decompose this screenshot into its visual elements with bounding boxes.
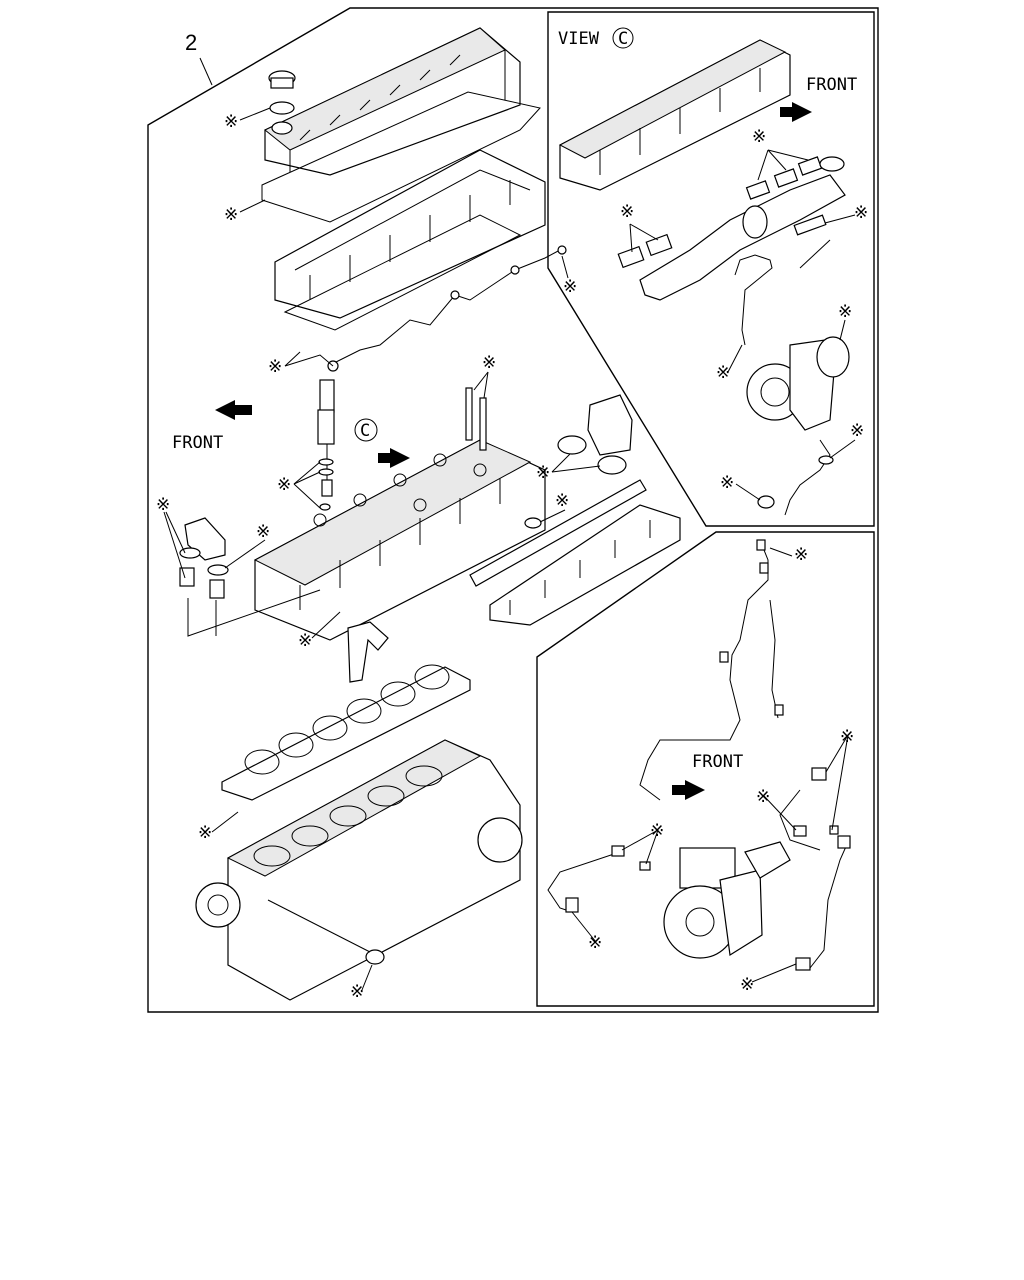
front-arrow-lower	[672, 780, 705, 800]
asterisk-marker: ※	[740, 975, 754, 995]
oil-return-pipe	[784, 439, 831, 516]
lower-leader-lines	[571, 547, 849, 983]
adapter-gasket-2	[597, 455, 627, 475]
coolant-pipe	[639, 539, 769, 801]
asterisk-marker: ※	[536, 463, 550, 483]
intake-manifold	[489, 504, 681, 626]
front-arrow-view-c	[780, 102, 812, 122]
asterisk-marker: ※	[563, 277, 577, 297]
cylinder-block	[195, 739, 523, 1001]
asterisk-marker: ※	[620, 202, 634, 222]
manifold-gaskets-left	[617, 233, 673, 269]
asterisk-marker: ※	[277, 475, 291, 495]
view-c-panel	[547, 11, 875, 527]
asterisk-marker: ※	[752, 127, 766, 147]
asterisk-marker: ※	[350, 982, 364, 1002]
front-arrow-left	[215, 400, 252, 420]
oil-feed-pipe	[734, 254, 773, 346]
air-compressor-panel	[536, 531, 875, 1007]
asterisk-marker: ※	[588, 933, 602, 953]
cylinder-head-cover	[264, 27, 521, 176]
head-cover-gasket	[261, 91, 541, 223]
compressor-pipe-left	[547, 851, 621, 913]
asterisk-marker: ※	[268, 357, 282, 377]
thermostat-housing	[179, 517, 229, 599]
block-o-ring	[365, 949, 385, 965]
head-bolts	[465, 387, 487, 451]
injector	[317, 379, 335, 511]
exhaust-gaskets	[745, 156, 845, 200]
view-label: VIEW	[558, 29, 600, 49]
asterisk-marker: ※	[198, 823, 212, 843]
front-arrow-center	[378, 448, 410, 468]
exhaust-manifold	[639, 174, 846, 301]
view-symbol: C	[618, 29, 628, 49]
front-label-lower: FRONT	[692, 752, 743, 772]
cylinder-head-gasket	[221, 664, 471, 801]
asterisk-marker: ※	[854, 203, 868, 223]
egr-gasket	[793, 214, 827, 236]
compressor-pipe-lower	[809, 841, 849, 969]
asterisk-marker: ※	[850, 421, 864, 441]
asterisk-marker: ※	[794, 545, 808, 565]
view-c-cylinder-head	[558, 39, 791, 191]
front-label-view-c: FRONT	[806, 75, 857, 95]
throttle-body	[587, 394, 633, 456]
item-number: 2	[185, 30, 197, 55]
asterisk-marker: ※	[298, 631, 312, 651]
asterisk-marker: ※	[156, 495, 170, 515]
view-c-leader-lines	[629, 149, 856, 501]
cylinder-head	[253, 439, 546, 641]
intake-seal	[524, 517, 542, 529]
asterisk-marker: ※	[224, 205, 238, 225]
view-c-marker	[354, 418, 378, 442]
asterisk-marker: ※	[482, 353, 496, 373]
rocker-housing	[274, 149, 546, 319]
asterisk-marker: ※	[838, 302, 852, 322]
asterisk-marker: ※	[224, 112, 238, 132]
asterisk-marker: ※	[720, 473, 734, 493]
main-frame	[147, 7, 879, 1013]
adapter-gasket-1	[557, 435, 587, 455]
turbocharger	[746, 336, 850, 431]
compressor-pipe-right	[779, 789, 821, 851]
turbo-return-gasket	[818, 455, 834, 465]
asterisk-marker: ※	[756, 787, 770, 807]
item-leader	[199, 57, 213, 86]
asterisk-marker: ※	[555, 491, 569, 511]
asterisk-marker: ※	[716, 363, 730, 383]
view-c-marker-text: C	[360, 421, 370, 441]
turbo-gasket	[757, 495, 775, 509]
asterisk-marker: ※	[256, 522, 270, 542]
rocker-gasket	[283, 214, 522, 331]
intake-manifold-gasket	[469, 479, 647, 587]
view-symbol-circle	[612, 27, 634, 49]
front-label-left: FRONT	[172, 433, 223, 453]
coolant-pipe-branch	[769, 599, 779, 719]
pipe-fittings	[565, 767, 851, 971]
water-outlet-pipe	[347, 621, 389, 683]
air-compressor	[663, 841, 791, 959]
leader-lines	[163, 107, 601, 991]
